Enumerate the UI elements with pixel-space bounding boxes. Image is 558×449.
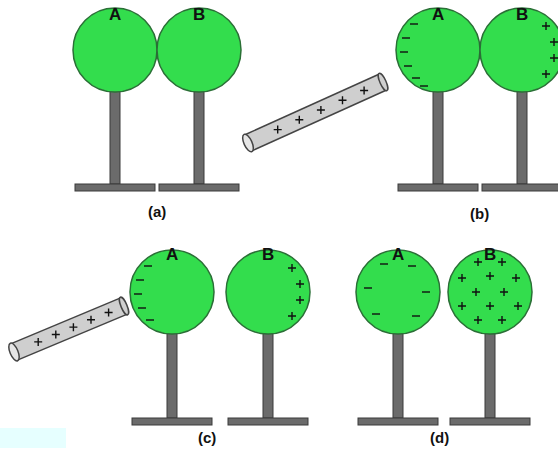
sphere-label: A (392, 246, 404, 263)
positive-charge (512, 274, 520, 282)
positive-charge (474, 258, 482, 266)
positive-charge (458, 274, 466, 282)
negative-charge (134, 293, 142, 294)
negative-charge (138, 307, 146, 308)
sphere-label: B (516, 6, 528, 23)
charges (34, 22, 558, 346)
negative-charge (364, 287, 372, 288)
negative-charge (422, 291, 430, 292)
stand-base (398, 184, 478, 191)
positive-charge (542, 22, 550, 30)
positive-charge (69, 323, 77, 331)
positive-charge (296, 296, 304, 304)
panel-caption: (a) (148, 204, 166, 219)
positive-charge (87, 316, 95, 324)
positive-charge (472, 288, 480, 296)
stand-pole (110, 88, 120, 184)
rod-outline (248, 82, 383, 143)
negative-charge (408, 265, 416, 266)
positive-charge (317, 106, 325, 114)
negative-charge (136, 279, 144, 280)
negative-charge (146, 319, 154, 320)
stand-base (482, 184, 558, 191)
positive-charge (500, 288, 508, 296)
positive-charge (498, 258, 506, 266)
stand-pole (517, 88, 527, 184)
rod-end (376, 72, 389, 92)
negative-charge (412, 77, 420, 78)
positive-charge (458, 302, 466, 310)
rod-end (7, 342, 22, 363)
positive-charge (542, 70, 550, 78)
positive-charge (550, 38, 558, 46)
sphere-label: A (432, 6, 444, 23)
highlight-patch (0, 428, 66, 448)
negative-charge (400, 51, 408, 52)
stand-base (159, 184, 239, 191)
positive-charge (34, 338, 42, 346)
panel-caption: (d) (430, 430, 449, 445)
negative-charge (404, 65, 412, 66)
stand-base (228, 418, 308, 425)
sphere-label: A (166, 246, 178, 263)
positive-charge (274, 126, 282, 134)
positive-charge (474, 316, 482, 324)
rods (7, 72, 390, 362)
negative-charge (380, 263, 388, 264)
negative-charge (410, 23, 418, 24)
glass-rod (14, 306, 124, 352)
negative-charge (402, 37, 410, 38)
stand-pole (167, 330, 177, 418)
stand-pole (393, 330, 403, 418)
sphere-label: B (262, 246, 274, 263)
stands (75, 88, 558, 425)
stand-pole (433, 88, 443, 184)
positive-charge (295, 116, 303, 124)
positive-charge (52, 331, 60, 339)
stand-base (132, 418, 212, 425)
positive-charge (339, 96, 347, 104)
negative-charge (420, 85, 428, 86)
sphere-label: B (193, 6, 205, 23)
positive-charge (498, 316, 506, 324)
negative-charge (412, 315, 420, 316)
positive-charge (288, 312, 296, 320)
rod-outline (14, 306, 124, 352)
sphere-label: B (484, 246, 496, 263)
panel-caption: (c) (198, 430, 216, 445)
positive-charge (296, 280, 304, 288)
positive-charge (105, 308, 113, 316)
spheres (73, 8, 558, 334)
negative-charge (372, 313, 380, 314)
positive-charge (288, 264, 296, 272)
stand-base (450, 418, 530, 425)
positive-charge (514, 302, 522, 310)
rod-end (118, 296, 131, 316)
stand-pole (485, 330, 495, 418)
stand-base (358, 418, 438, 425)
rod-end (240, 133, 255, 154)
sphere-label: A (109, 6, 121, 23)
negative-charge (144, 265, 152, 266)
glass-rod (248, 82, 383, 143)
positive-charge (486, 272, 494, 280)
stand-pole (194, 88, 204, 184)
positive-charge (360, 87, 368, 95)
stand-base (75, 184, 155, 191)
positive-charge (550, 54, 558, 62)
stand-pole (263, 330, 273, 418)
panel-caption: (b) (470, 206, 489, 221)
positive-charge (486, 302, 494, 310)
